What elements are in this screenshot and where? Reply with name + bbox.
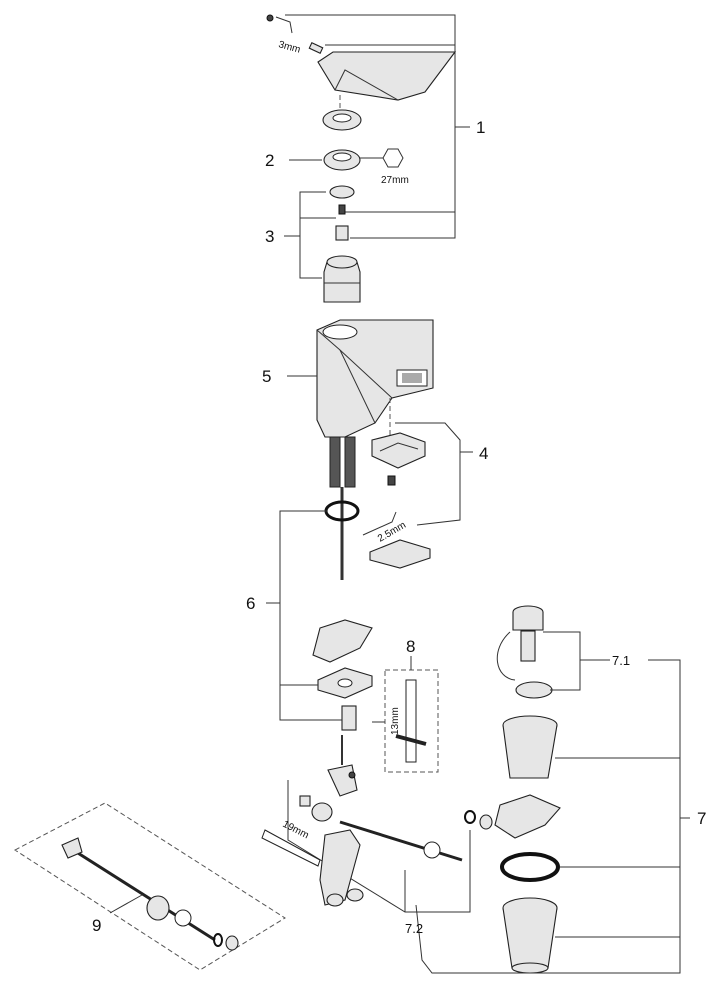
callout-5: 5 [262, 367, 271, 386]
callout-7-leaders [415, 631, 690, 974]
lever-handle [317, 51, 457, 101]
wrench-19mm-group: 19mm [261, 819, 364, 907]
rod-nut [311, 802, 333, 822]
callout-3-leaders [284, 191, 336, 279]
tool-8-group: 13mm [372, 656, 439, 773]
callout-4: 4 [479, 444, 488, 463]
callout-1-leaders [285, 14, 470, 239]
faucet-body [316, 319, 434, 438]
callout-7: 7 [697, 809, 706, 828]
dim-19mm: 19mm [281, 819, 311, 841]
lever-handle-group [266, 14, 457, 110]
callout-8: 8 [406, 637, 415, 656]
callout-1: 1 [476, 118, 485, 137]
dim-3mm: 3mm [277, 39, 301, 55]
callout-3: 3 [265, 227, 274, 246]
callout-7-2: 7.2 [405, 921, 423, 936]
cartridge-group [323, 185, 361, 303]
dim-27mm: 27mm [381, 175, 409, 186]
pop-up-waste-group [494, 605, 561, 974]
aerator-group: 2.5mm [362, 398, 473, 569]
lift-rod-group [287, 764, 493, 913]
accessory-9-group [14, 802, 286, 971]
hex-27mm-icon [382, 148, 404, 168]
callout-9: 9 [92, 916, 101, 935]
mounting-set-group [266, 500, 373, 765]
hose-connector [319, 829, 361, 906]
callout-7-1: 7.1 [612, 653, 630, 668]
callout-2: 2 [265, 151, 274, 170]
aerator-insert [369, 539, 431, 569]
callout-6: 6 [246, 594, 255, 613]
dim-13mm: 13mm [390, 707, 401, 735]
